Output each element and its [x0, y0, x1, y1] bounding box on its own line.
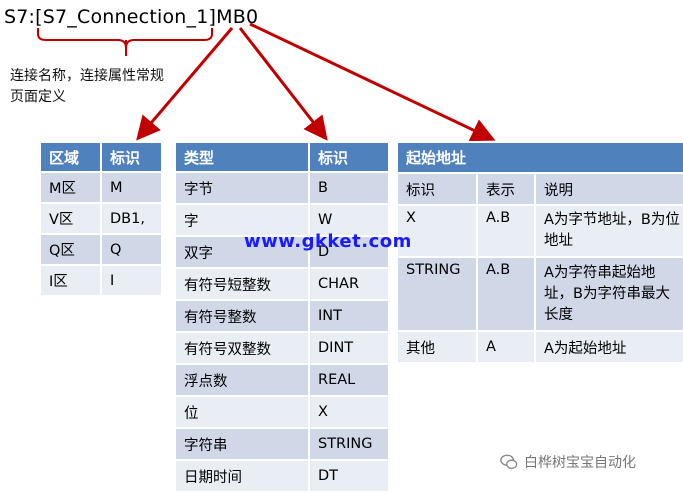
- area-cell: M: [100, 171, 163, 204]
- type-cell: STRING: [308, 427, 390, 461]
- type-cell: REAL: [308, 363, 390, 397]
- area-table: 区域 标识 M区 M V区 DB1, Q区 Q I区 I: [39, 141, 163, 297]
- brand-credit: 白桦树宝宝自动化: [500, 452, 636, 472]
- type-cell: CHAR: [308, 267, 390, 301]
- arrow-to-area: [136, 27, 234, 141]
- area-header-id: 标识: [100, 141, 163, 173]
- table-row: 浮点数 REAL: [174, 363, 390, 397]
- table-row: 字符串 STRING: [174, 427, 390, 461]
- start-address-table: 起始地址 标识 表示 说明 X A.B A为字节地址，B为位地址 STRING …: [395, 141, 683, 364]
- type-table: 类型 标识 字节 B 字 W 双字 D 有符号短整数 CHAR 有符号整数 IN…: [174, 141, 390, 493]
- address-syntax-title: S7:[S7_Connection_1]MB0: [4, 6, 259, 28]
- area-cell: DB1,: [100, 202, 163, 235]
- area-cell: Q区: [39, 233, 102, 266]
- type-cell: 日期时间: [174, 459, 310, 493]
- start-cell: A为字符串起始地址，B为字符串最大长度: [533, 256, 683, 332]
- table-row: 标识 表示 说明: [396, 172, 683, 206]
- type-cell: 字节: [174, 171, 310, 205]
- area-header-region: 区域: [39, 141, 102, 173]
- start-cell: A.B: [476, 256, 536, 332]
- type-cell: W: [308, 203, 390, 237]
- table-row: 有符号短整数 CHAR: [174, 267, 390, 301]
- type-cell: DINT: [308, 331, 390, 365]
- table-row: 字节 B: [174, 171, 390, 205]
- start-cell: A为起始地址: [533, 330, 683, 364]
- start-header-id: 标识: [396, 172, 478, 206]
- connection-note: 连接名称，连接属性常规页面定义: [10, 68, 164, 105]
- type-header-id: 标识: [308, 141, 390, 173]
- start-cell: A为字节地址，B为位地址: [533, 204, 683, 258]
- area-cell: V区: [39, 202, 102, 235]
- type-cell: 字符串: [174, 427, 310, 461]
- arrow-to-type: [238, 27, 328, 141]
- type-cell: B: [308, 171, 390, 205]
- area-cell: Q: [100, 233, 163, 266]
- start-header-repr: 表示: [476, 172, 536, 206]
- table-row: STRING A.B A为字符串起始地址，B为字符串最大长度: [396, 256, 683, 332]
- table-row: X A.B A为字节地址，B为位地址: [396, 204, 683, 258]
- type-cell: 浮点数: [174, 363, 310, 397]
- type-cell: 有符号双整数: [174, 331, 310, 365]
- area-cell: I区: [39, 264, 102, 297]
- table-row: 其他 A A为起始地址: [396, 330, 683, 364]
- table-row: M区 M: [39, 171, 163, 204]
- type-cell: D: [308, 235, 390, 269]
- start-header-desc: 说明: [533, 172, 683, 206]
- type-cell: 有符号整数: [174, 299, 310, 333]
- start-address-title: 起始地址: [395, 141, 683, 174]
- area-cell: I: [100, 264, 163, 297]
- table-row: 有符号整数 INT: [174, 299, 390, 333]
- type-cell: X: [308, 395, 390, 429]
- table-row: V区 DB1,: [39, 202, 163, 235]
- start-cell: X: [396, 204, 478, 258]
- watermark-text: www.gkket.com: [244, 231, 412, 252]
- area-cell: M区: [39, 171, 102, 204]
- arrow-to-start: [249, 22, 496, 142]
- table-row: 字 W: [174, 203, 390, 237]
- start-cell: STRING: [396, 256, 478, 332]
- brand-name: 白桦树宝宝自动化: [524, 455, 636, 471]
- table-row: 双字 D: [174, 235, 390, 269]
- table-row: 日期时间 DT: [174, 459, 390, 493]
- start-cell: A.B: [476, 204, 536, 258]
- start-cell: A: [476, 330, 536, 364]
- type-cell: 双字: [174, 235, 310, 269]
- start-cell: 其他: [396, 330, 478, 364]
- type-cell: 字: [174, 203, 310, 237]
- wechat-icon: [500, 454, 518, 469]
- type-cell: 位: [174, 395, 310, 429]
- table-row: 位 X: [174, 395, 390, 429]
- type-header-type: 类型: [174, 141, 310, 173]
- type-cell: INT: [308, 299, 390, 333]
- table-row: 有符号双整数 DINT: [174, 331, 390, 365]
- type-cell: DT: [308, 459, 390, 493]
- type-cell: 有符号短整数: [174, 267, 310, 301]
- table-row: Q区 Q: [39, 233, 163, 266]
- table-row: I区 I: [39, 264, 163, 297]
